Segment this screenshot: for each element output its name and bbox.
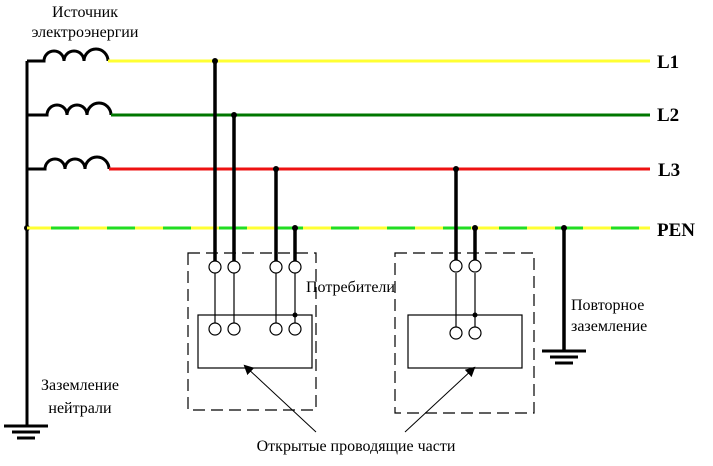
source-label-line1: Источник xyxy=(52,4,118,21)
label-l2: L2 xyxy=(657,105,679,126)
repeat-ground-label-line2: заземление xyxy=(571,318,647,335)
exposed-part-1 xyxy=(197,314,313,369)
source-label-line2: электроэнергии xyxy=(32,24,139,41)
consumer-2 xyxy=(394,166,535,414)
label-pen: PEN xyxy=(657,220,695,241)
label-l3: L3 xyxy=(658,160,680,181)
neutral-ground-icon xyxy=(4,424,48,440)
arrow-to-exposed-part-2 xyxy=(404,366,476,433)
coil-l2 xyxy=(27,101,113,117)
neutral-ground-label-line1: Заземление xyxy=(41,377,119,394)
neutral-ground-label-line2: нейтрали xyxy=(48,400,112,417)
coil-l3 xyxy=(27,155,111,171)
label-l1: L1 xyxy=(657,52,679,73)
repeat-ground-icon xyxy=(542,349,586,365)
consumers-label: Потребители xyxy=(306,279,395,296)
consumer-1 xyxy=(187,58,317,411)
exposed-part-2 xyxy=(407,314,523,369)
coil-l1 xyxy=(27,47,110,63)
repeat-ground xyxy=(561,225,567,351)
exposed-parts-label: Открытые проводящие части xyxy=(257,438,456,455)
arrow-to-exposed-part-1 xyxy=(243,364,317,433)
repeat-ground-label-line1: Повторное xyxy=(571,297,644,314)
